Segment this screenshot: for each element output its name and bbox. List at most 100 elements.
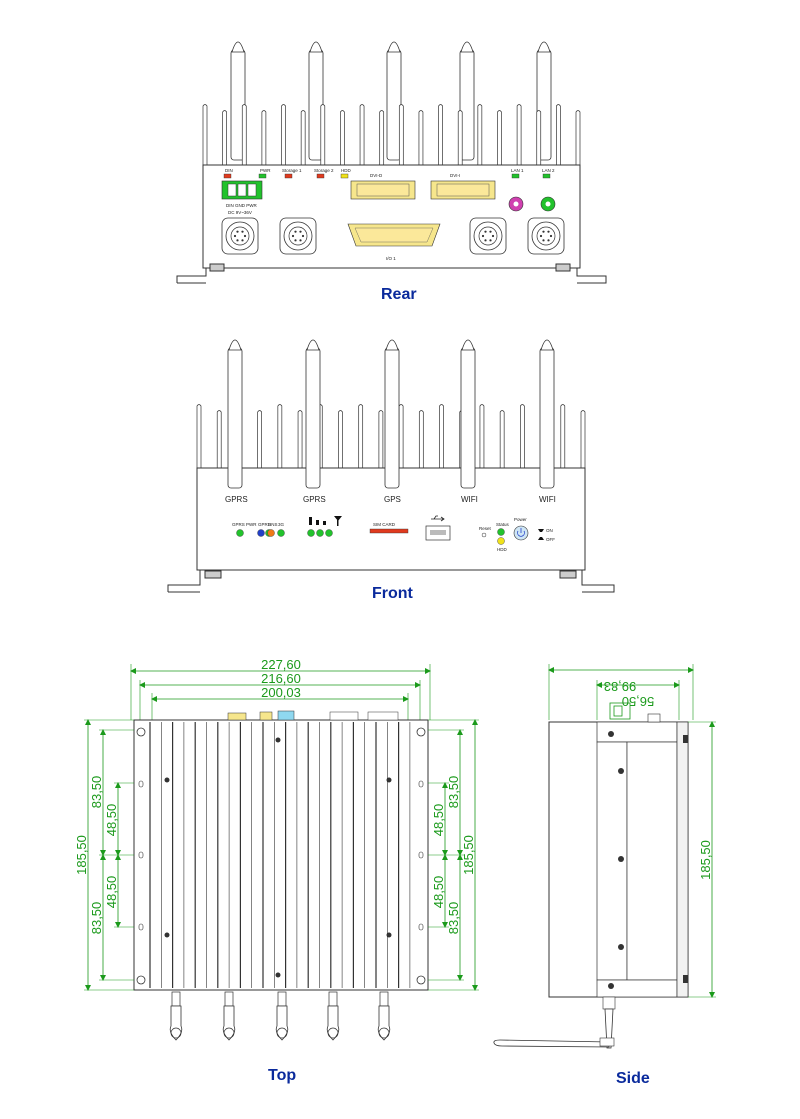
dim-seg-outer: 83,50	[89, 776, 104, 809]
m12-pin	[236, 239, 239, 242]
led-orange	[267, 529, 275, 537]
antenna	[384, 347, 400, 489]
off-label: OFF	[546, 537, 555, 542]
front-led-label: 3G	[278, 522, 285, 527]
antenna-label: WIFI	[461, 495, 478, 504]
antenna-base	[171, 991, 181, 1007]
antenna-tip	[460, 41, 474, 53]
antenna	[539, 347, 555, 489]
m12-pin	[542, 230, 545, 233]
dim-height: 185,50	[74, 835, 89, 875]
hdd-label: HDD	[497, 547, 507, 552]
m12-pin	[549, 234, 553, 238]
antenna	[305, 347, 321, 489]
side-top-connector	[609, 702, 631, 720]
heatsink-fin	[222, 110, 227, 165]
slot-hole	[418, 923, 424, 931]
screw	[386, 777, 392, 783]
antenna-label: WIFI	[539, 495, 556, 504]
dim-seg-inner: 48,50	[104, 876, 119, 909]
antenna	[227, 347, 243, 489]
rear-led-label: LAN 2	[542, 168, 555, 173]
side-view-title: Side	[616, 1070, 650, 1087]
dim-seg-inner: 48,50	[431, 804, 446, 837]
m12-pin	[294, 230, 297, 233]
usb-icon	[431, 515, 445, 522]
front-view: GPRS GPRS GPS WIFI WIFI GPRS PWR GPRS DN…	[167, 339, 615, 593]
heatsink-fin	[378, 410, 384, 468]
heatsink-fin	[479, 404, 485, 468]
m12-pin	[542, 239, 545, 242]
rear-antennas	[230, 41, 552, 161]
m12-pin	[236, 230, 239, 233]
antenna-tip	[461, 339, 475, 351]
heatsink-fin	[261, 110, 267, 165]
rear-view: DIN PWR Storage 1 Storage 2 HDD LAN 1 LA…	[176, 41, 607, 284]
status-label: Status	[496, 522, 510, 527]
heatsink-fin	[439, 404, 444, 468]
on-switch-icon	[538, 529, 544, 532]
heatsink-fin	[202, 104, 208, 165]
rear-led-yellow	[340, 173, 349, 179]
antenna-tip	[306, 339, 320, 351]
on-label: ON	[546, 528, 553, 533]
antenna-base	[224, 991, 234, 1007]
heatsink-fin	[358, 404, 364, 468]
m12-pin	[241, 239, 244, 242]
heatsink-fin	[297, 410, 303, 468]
heatsink-fin	[281, 104, 286, 165]
heatsink-fin	[418, 110, 424, 165]
top-view: 227,60 216,60 200,03 185,50	[74, 657, 479, 1041]
rear-led-green	[258, 173, 267, 179]
dim-seg-inner: 48,50	[431, 876, 446, 909]
antenna-ring	[170, 1027, 182, 1039]
m12-face	[230, 226, 250, 246]
antenna-tip	[231, 41, 245, 53]
front-led-label: DNS	[268, 522, 278, 527]
top-antennas	[169, 991, 391, 1041]
top-connectors-strip	[227, 710, 399, 721]
led-blue	[257, 529, 265, 537]
slot-hole	[138, 851, 144, 859]
antenna-base	[277, 991, 287, 1007]
antenna-tip	[537, 41, 551, 53]
dim-width-outer: 227,60	[261, 657, 301, 672]
led-green	[236, 529, 244, 537]
heatsink-fin	[520, 404, 525, 468]
m12-pin	[489, 230, 492, 233]
rear-led-label: Storage 1	[282, 168, 302, 173]
dim-width-inner: 200,03	[261, 685, 301, 700]
heatsink-fin	[320, 104, 326, 165]
rear-m12-connectors	[221, 217, 565, 255]
mount-hole	[416, 975, 426, 985]
heatsink-fin	[216, 410, 222, 468]
heatsink-fin	[398, 404, 404, 468]
gprs-pwr-label: GPRS PWR	[232, 522, 257, 527]
dim-seg-outer: 83,50	[89, 902, 104, 935]
rear-led-label: LAN 1	[511, 168, 524, 173]
rear-led-red	[316, 173, 325, 179]
m12-pin	[233, 234, 237, 238]
screw	[386, 932, 392, 938]
heatsink-fin	[536, 110, 542, 165]
antenna	[460, 347, 476, 489]
mount-hole	[136, 727, 146, 737]
m12-pin	[547, 230, 550, 233]
rear-led-green	[511, 173, 520, 179]
dim-width-mid: 216,60	[261, 671, 301, 686]
dvi-port-left	[350, 180, 416, 200]
antenna-knuckle	[169, 1005, 183, 1041]
rear-terminal-label: DIN GND PWR	[226, 203, 257, 208]
heatsink-fin	[379, 110, 385, 165]
reset-label: Reset	[479, 526, 492, 531]
side-view: 99,83 56,50	[493, 664, 716, 1049]
antenna-knuckle	[222, 1005, 236, 1041]
dim-depth: 99,83	[604, 679, 637, 694]
top-body	[133, 719, 429, 991]
antenna-tip	[228, 339, 242, 351]
dvi-port-right	[430, 180, 496, 200]
heatsink-fin	[241, 104, 247, 165]
m12-pin	[481, 234, 485, 238]
m12-pin	[291, 234, 295, 238]
